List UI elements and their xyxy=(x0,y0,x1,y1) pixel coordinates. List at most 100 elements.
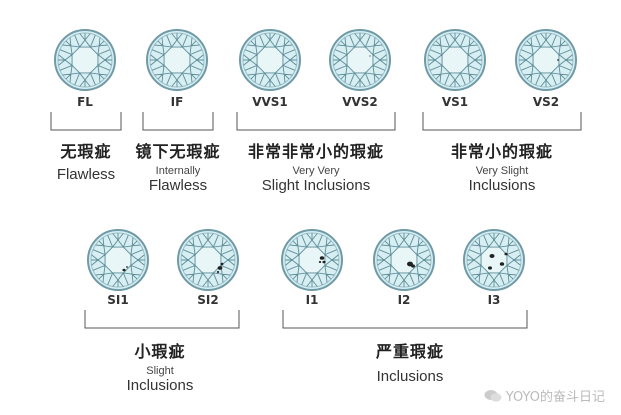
gem-table xyxy=(533,47,559,73)
group-label-i: 严重瑕疵 Inclusions xyxy=(340,338,480,385)
gem-facets xyxy=(377,233,431,287)
gem-facets xyxy=(333,33,387,87)
bracket-fl xyxy=(50,112,122,132)
inclusion-spot xyxy=(499,262,505,266)
watermark-text: YOYO的奋斗日记 xyxy=(505,390,605,405)
gem-facets xyxy=(150,33,204,87)
diamond-top-view xyxy=(87,229,149,291)
group-si-en-small: Slight xyxy=(146,365,174,377)
gem-facets xyxy=(519,33,573,87)
gem-table xyxy=(72,47,98,73)
inclusion-spot xyxy=(216,271,220,273)
gem-vvs1 xyxy=(238,28,302,92)
inclusion-spot xyxy=(217,266,223,270)
gem-table xyxy=(105,247,131,273)
diamond-top-view xyxy=(329,29,391,91)
inclusion-spot xyxy=(126,266,128,268)
gem-si2 xyxy=(176,228,240,292)
gem-si1 xyxy=(86,228,150,292)
diamond-top-view xyxy=(177,229,239,291)
diamond-top-view xyxy=(239,29,301,91)
grade-label-vs2: VS2 xyxy=(532,95,560,109)
group-si-en-large: Inclusions xyxy=(126,377,194,394)
bracket-vvs xyxy=(236,112,396,132)
group-label-fl: 无瑕疵 Flawless xyxy=(34,138,138,183)
bracket-i xyxy=(282,310,528,330)
gem-vs2 xyxy=(514,28,578,92)
inclusion-spot xyxy=(489,254,495,258)
group-vvs-en-small: Very Very xyxy=(292,165,340,177)
gem-table xyxy=(347,47,373,73)
wechat-icon xyxy=(484,389,502,402)
group-i-zh: 严重瑕疵 xyxy=(375,342,444,361)
bracket-if xyxy=(142,112,214,132)
inclusion-spot xyxy=(369,55,371,57)
inclusion-spot xyxy=(319,256,325,260)
group-vs-zh: 非常小的瑕疵 xyxy=(450,142,553,161)
group-vs-en-small: Very Slight xyxy=(475,165,529,177)
grade-label-si2: SI2 xyxy=(197,293,219,307)
grade-label-i3: I3 xyxy=(487,293,501,307)
grade-label-vvs2: VVS2 xyxy=(342,95,378,109)
bracket-vs xyxy=(422,112,582,132)
diamond-top-view xyxy=(515,29,577,91)
gem-vs1 xyxy=(423,28,487,92)
gem-if xyxy=(145,28,209,92)
gem-table xyxy=(195,247,221,273)
gem-table xyxy=(257,47,283,73)
gem-facets xyxy=(181,233,235,287)
watermark: YOYO的奋斗日记 xyxy=(484,386,605,405)
diamond-top-view xyxy=(373,229,435,291)
diamond-top-view xyxy=(146,29,208,91)
inclusion-spot xyxy=(488,266,492,270)
group-vs-en-large: Inclusions xyxy=(468,177,536,194)
group-fl-zh: 无瑕疵 xyxy=(60,142,112,161)
group-if-zh: 镜下无瑕疵 xyxy=(135,142,221,161)
gem-i2 xyxy=(372,228,436,292)
gem-table xyxy=(481,247,507,273)
group-label-if: 镜下无瑕疵 Internally Flawless xyxy=(122,138,234,194)
inclusion-spot xyxy=(318,261,322,263)
gem-table xyxy=(391,247,417,273)
diamond-top-view xyxy=(54,29,116,91)
grade-label-vs1: VS1 xyxy=(441,95,469,109)
inclusion-spot xyxy=(557,59,559,61)
group-label-si: 小瑕疵 Slight Inclusions xyxy=(100,338,220,394)
gem-facets xyxy=(428,33,482,87)
gem-table xyxy=(299,247,325,273)
gem-table xyxy=(164,47,190,73)
gem-i3 xyxy=(462,228,526,292)
gem-facets xyxy=(285,233,339,287)
gem-facets xyxy=(467,233,521,287)
grade-label-fl: FL xyxy=(77,95,93,109)
group-vvs-en-large: Slight Inclusions xyxy=(261,177,371,194)
inclusion-spot xyxy=(220,262,224,266)
gem-facets xyxy=(243,33,297,87)
gem-facets xyxy=(91,233,145,287)
inclusion-spot xyxy=(411,264,415,268)
gem-i1 xyxy=(280,228,344,292)
group-fl-en: Flawless xyxy=(56,166,116,183)
diamond-top-view xyxy=(463,229,525,291)
group-label-vvs: 非常非常小的瑕疵 Very Very Slight Inclusions xyxy=(230,138,402,194)
group-i-en: Inclusions xyxy=(376,368,444,385)
group-if-en-small: Internally xyxy=(155,165,201,177)
gem-vvs2 xyxy=(328,28,392,92)
gem-table xyxy=(442,47,468,73)
inclusion-spot xyxy=(504,252,508,256)
gem-fl xyxy=(53,28,117,92)
grade-label-i2: I2 xyxy=(397,293,411,307)
grade-label-vvs1: VVS1 xyxy=(252,95,288,109)
group-si-zh: 小瑕疵 xyxy=(134,342,186,361)
grade-label-i1: I1 xyxy=(305,293,319,307)
group-label-vs: 非常小的瑕疵 Very Slight Inclusions xyxy=(424,138,580,194)
grade-label-si1: SI1 xyxy=(107,293,129,307)
group-if-en-large: Flawless xyxy=(148,177,208,194)
grade-label-if: IF xyxy=(170,95,184,109)
group-vvs-zh: 非常非常小的瑕疵 xyxy=(247,142,384,161)
diamond-top-view xyxy=(281,229,343,291)
diamond-top-view xyxy=(424,29,486,91)
gem-facets xyxy=(58,33,112,87)
inclusion-spot xyxy=(122,268,126,272)
bracket-si xyxy=(84,310,240,330)
